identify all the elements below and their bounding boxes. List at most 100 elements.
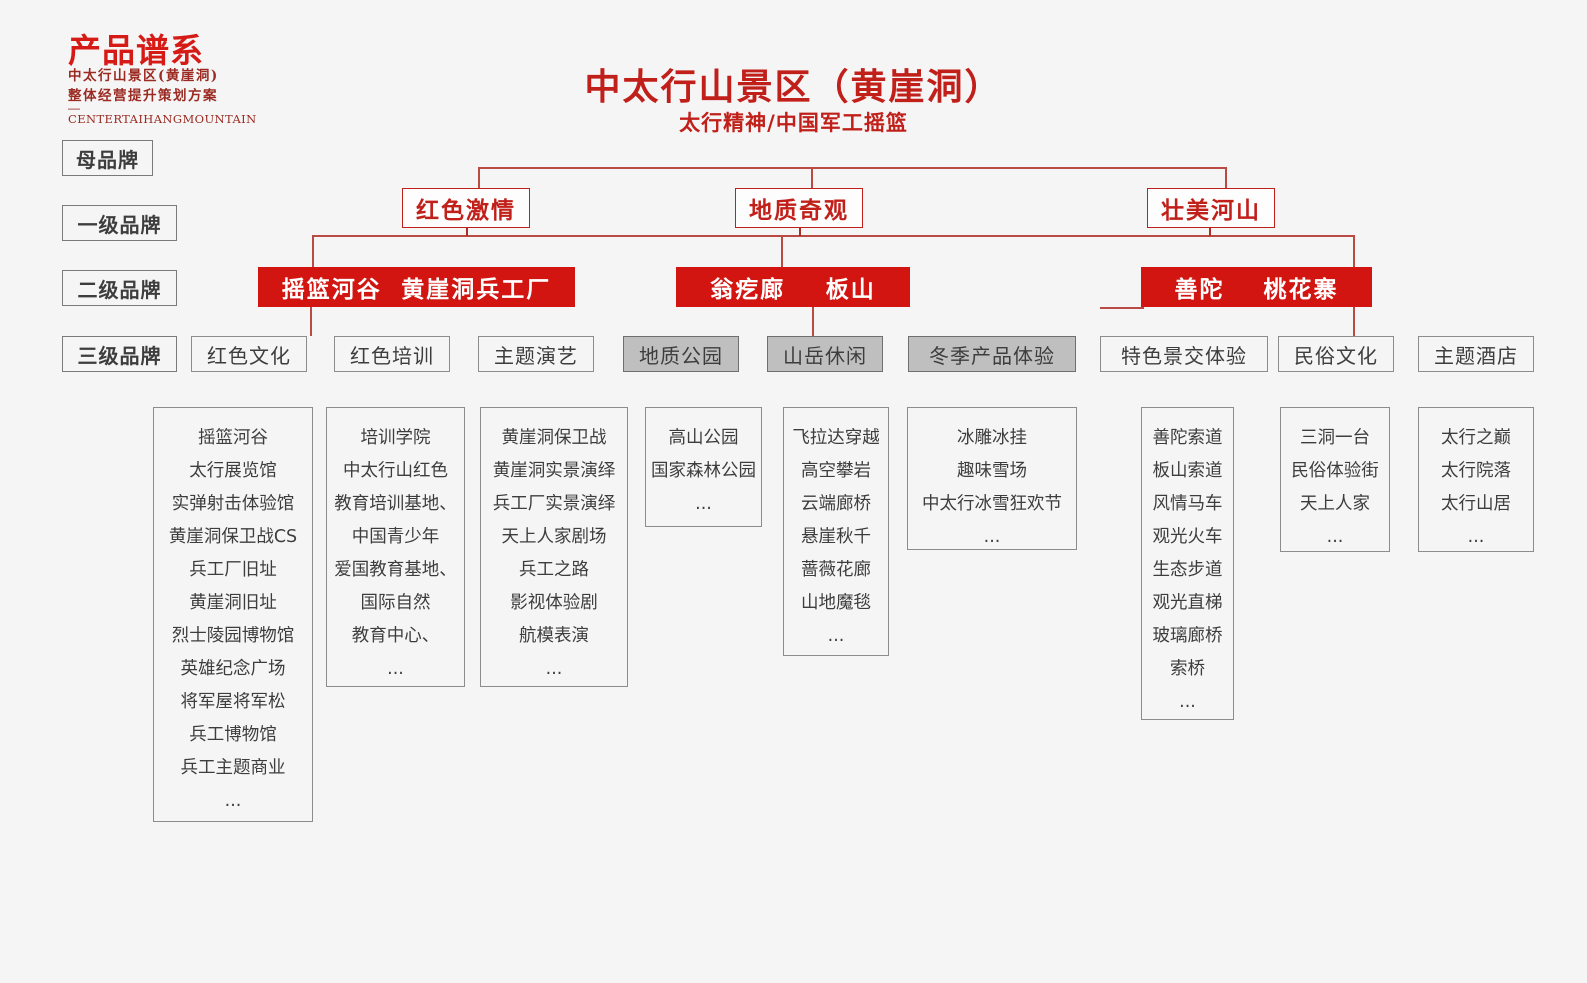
connector-v-l1box3-down [1209, 228, 1211, 236]
level2-box-wenggelang-banshan[interactable]: 翁疙廊 板山 [676, 267, 910, 307]
connector-v-level3-mountain-leisure [812, 307, 814, 336]
list-item: 教育培训基地、 [334, 494, 457, 514]
list-item: 中太行山红色 [343, 461, 448, 481]
list-item: 兵工主题商业 [180, 758, 286, 778]
list-item: 善陀索道 [1152, 428, 1223, 448]
list-item: 三洞一台 [1300, 428, 1370, 448]
level2-box-shantuo-taohuazhai[interactable]: 善陀 桃花寨 [1141, 267, 1372, 307]
list-item-ellipsis: ... [695, 494, 712, 514]
tier-label-mother-brand: 母品牌 [62, 140, 153, 176]
list-item-ellipsis: ... [224, 791, 242, 811]
connector-v-l1box1-down [466, 228, 468, 236]
level1-box-magnificent-mountains[interactable]: 壮美河山 [1147, 188, 1275, 228]
logo-subtitle-line2: 整体经营提升策划方案 [68, 88, 218, 104]
level3-box-folk-culture[interactable]: 民俗文化 [1278, 336, 1394, 372]
list-item: 山地魔毯 [801, 593, 871, 613]
connector-v-level2-2 [781, 235, 783, 268]
level3-box-winter-product-experience[interactable]: 冬季产品体验 [908, 336, 1076, 372]
level3-box-geopark[interactable]: 地质公园 [623, 336, 739, 372]
detail-box-folk-culture: 三洞一台 民俗体验街 天上人家 ... [1280, 407, 1390, 552]
list-item: 云端廊桥 [801, 494, 871, 514]
list-item-ellipsis: ... [1179, 692, 1196, 712]
tier-label-level3: 三级品牌 [62, 336, 177, 372]
list-item: 黄崖洞旧址 [189, 593, 277, 613]
logo-title: 产品谱系 [68, 31, 204, 70]
connector-v-level1-3 [1225, 167, 1227, 189]
connector-v-level2-1 [312, 235, 314, 268]
list-item: 观光直梯 [1152, 593, 1223, 613]
connector-h-level1-to-level2 [312, 235, 1354, 237]
detail-box-mountain-leisure: 飞拉达穿越 高空攀岩 云端廊桥 悬崖秋千 蔷薇花廊 山地魔毯 ... [783, 407, 889, 656]
list-item: 兵工厂旧址 [189, 560, 277, 580]
level2-item-label: 板山 [825, 277, 876, 303]
list-item-ellipsis: ... [1326, 527, 1344, 547]
list-item: 影视体验剧 [510, 593, 598, 613]
level3-box-mountain-leisure[interactable]: 山岳休闲 [767, 336, 883, 372]
list-item: 实弹射击体验馆 [171, 494, 295, 514]
detail-box-geopark: 高山公园 国家森林公园 ... [645, 407, 762, 527]
list-item: 国家森林公园 [651, 461, 756, 481]
list-item: 悬崖秋千 [801, 527, 871, 547]
list-item: 中太行冰雪狂欢节 [922, 494, 1062, 514]
list-item: 教育中心、 [351, 626, 440, 646]
detail-box-theme-hotel: 太行之巅 太行院落 太行山居 ... [1418, 407, 1534, 552]
list-item: 航模表演 [519, 626, 589, 646]
connector-v-level1-1 [478, 167, 480, 189]
list-item: 高山公园 [668, 428, 739, 448]
list-item: 趣味雪场 [957, 461, 1027, 481]
list-item: 黄崖洞保卫战 [501, 428, 607, 448]
connector-v-level3-folk-culture [1353, 307, 1355, 336]
logo-subtitle-line1: 中太行山景区(黄崖洞) [68, 68, 219, 84]
list-item: 黄崖洞实景演绎 [492, 461, 616, 481]
detail-box-winter-product-experience: 冰雕冰挂 趣味雪场 中太行冰雪狂欢节 ... [907, 407, 1077, 550]
list-item: 民俗体验街 [1291, 461, 1379, 481]
level1-box-geology-wonder[interactable]: 地质奇观 [735, 188, 863, 228]
level2-item-label: 翁疙廊 [710, 277, 786, 303]
list-item: 高空攀岩 [801, 461, 871, 481]
list-item: 中国青少年 [351, 527, 440, 547]
level3-box-theme-hotel[interactable]: 主题酒店 [1418, 336, 1534, 372]
level3-box-red-training[interactable]: 红色培训 [334, 336, 450, 372]
connector-h-mother-to-level1 [478, 167, 1226, 169]
list-item-ellipsis: ... [827, 626, 845, 646]
list-item: 蔷薇花廊 [801, 560, 871, 580]
detail-box-red-culture: 摇篮河谷 太行展览馆 实弹射击体验馆 黄崖洞保卫战CS 兵工厂旧址 黄崖洞旧址 … [153, 407, 313, 822]
level1-box-red-passion[interactable]: 红色激情 [402, 188, 530, 228]
list-item: 太行山居 [1441, 494, 1511, 514]
list-item: 玻璃廊桥 [1152, 626, 1223, 646]
list-item: 英雄纪念广场 [180, 659, 286, 679]
level2-box-cradle-valley[interactable]: 摇篮河谷 黄崖洞兵工厂 [258, 267, 575, 307]
list-item-ellipsis: ... [983, 527, 1001, 547]
list-item: 烈士陵园博物馆 [171, 626, 295, 646]
tier-label-level1: 一级品牌 [62, 205, 177, 241]
list-item: 将军屋将军松 [180, 692, 286, 712]
list-item: 兵工博物馆 [189, 725, 277, 745]
level3-box-red-culture[interactable]: 红色文化 [191, 336, 307, 372]
list-item: 培训学院 [360, 428, 431, 448]
list-item: 爱国教育基地、 [334, 560, 457, 580]
list-item: 风情马车 [1152, 494, 1223, 514]
list-item: 索桥 [1170, 659, 1205, 679]
list-item: 国际自然 [360, 593, 431, 613]
list-item-ellipsis: ... [545, 659, 563, 679]
page-subtitle: 太行精神/中国军工摇篮 [679, 111, 908, 135]
level2-item-label: 善陀 [1174, 277, 1225, 303]
list-item: 冰雕冰挂 [957, 428, 1027, 448]
level3-box-theme-performance[interactable]: 主题演艺 [478, 336, 594, 372]
connector-v-level3-red-culture [310, 307, 312, 336]
list-item: 太行展览馆 [189, 461, 277, 481]
list-item: 摇篮河谷 [198, 428, 268, 448]
tier-label-level2: 二级品牌 [62, 270, 177, 306]
page-title: 中太行山景区（黄崖洞） [584, 67, 1003, 108]
list-item-ellipsis: ... [387, 659, 404, 679]
list-item: 生态步道 [1152, 560, 1223, 580]
list-item: 观光火车 [1152, 527, 1223, 547]
list-item: 太行院落 [1441, 461, 1511, 481]
level3-box-special-transport-experience[interactable]: 特色景交体验 [1100, 336, 1268, 372]
list-item: 太行之巅 [1441, 428, 1511, 448]
detail-box-special-transport-experience: 善陀索道 板山索道 风情马车 观光火车 生态步道 观光直梯 玻璃廊桥 索桥 ..… [1141, 407, 1234, 720]
connector-h-level3-right-stub [1100, 307, 1144, 309]
detail-box-red-training: 培训学院 中太行山红色 教育培训基地、 中国青少年 爱国教育基地、 国际自然 教… [326, 407, 465, 687]
list-item: 天上人家剧场 [501, 527, 607, 547]
